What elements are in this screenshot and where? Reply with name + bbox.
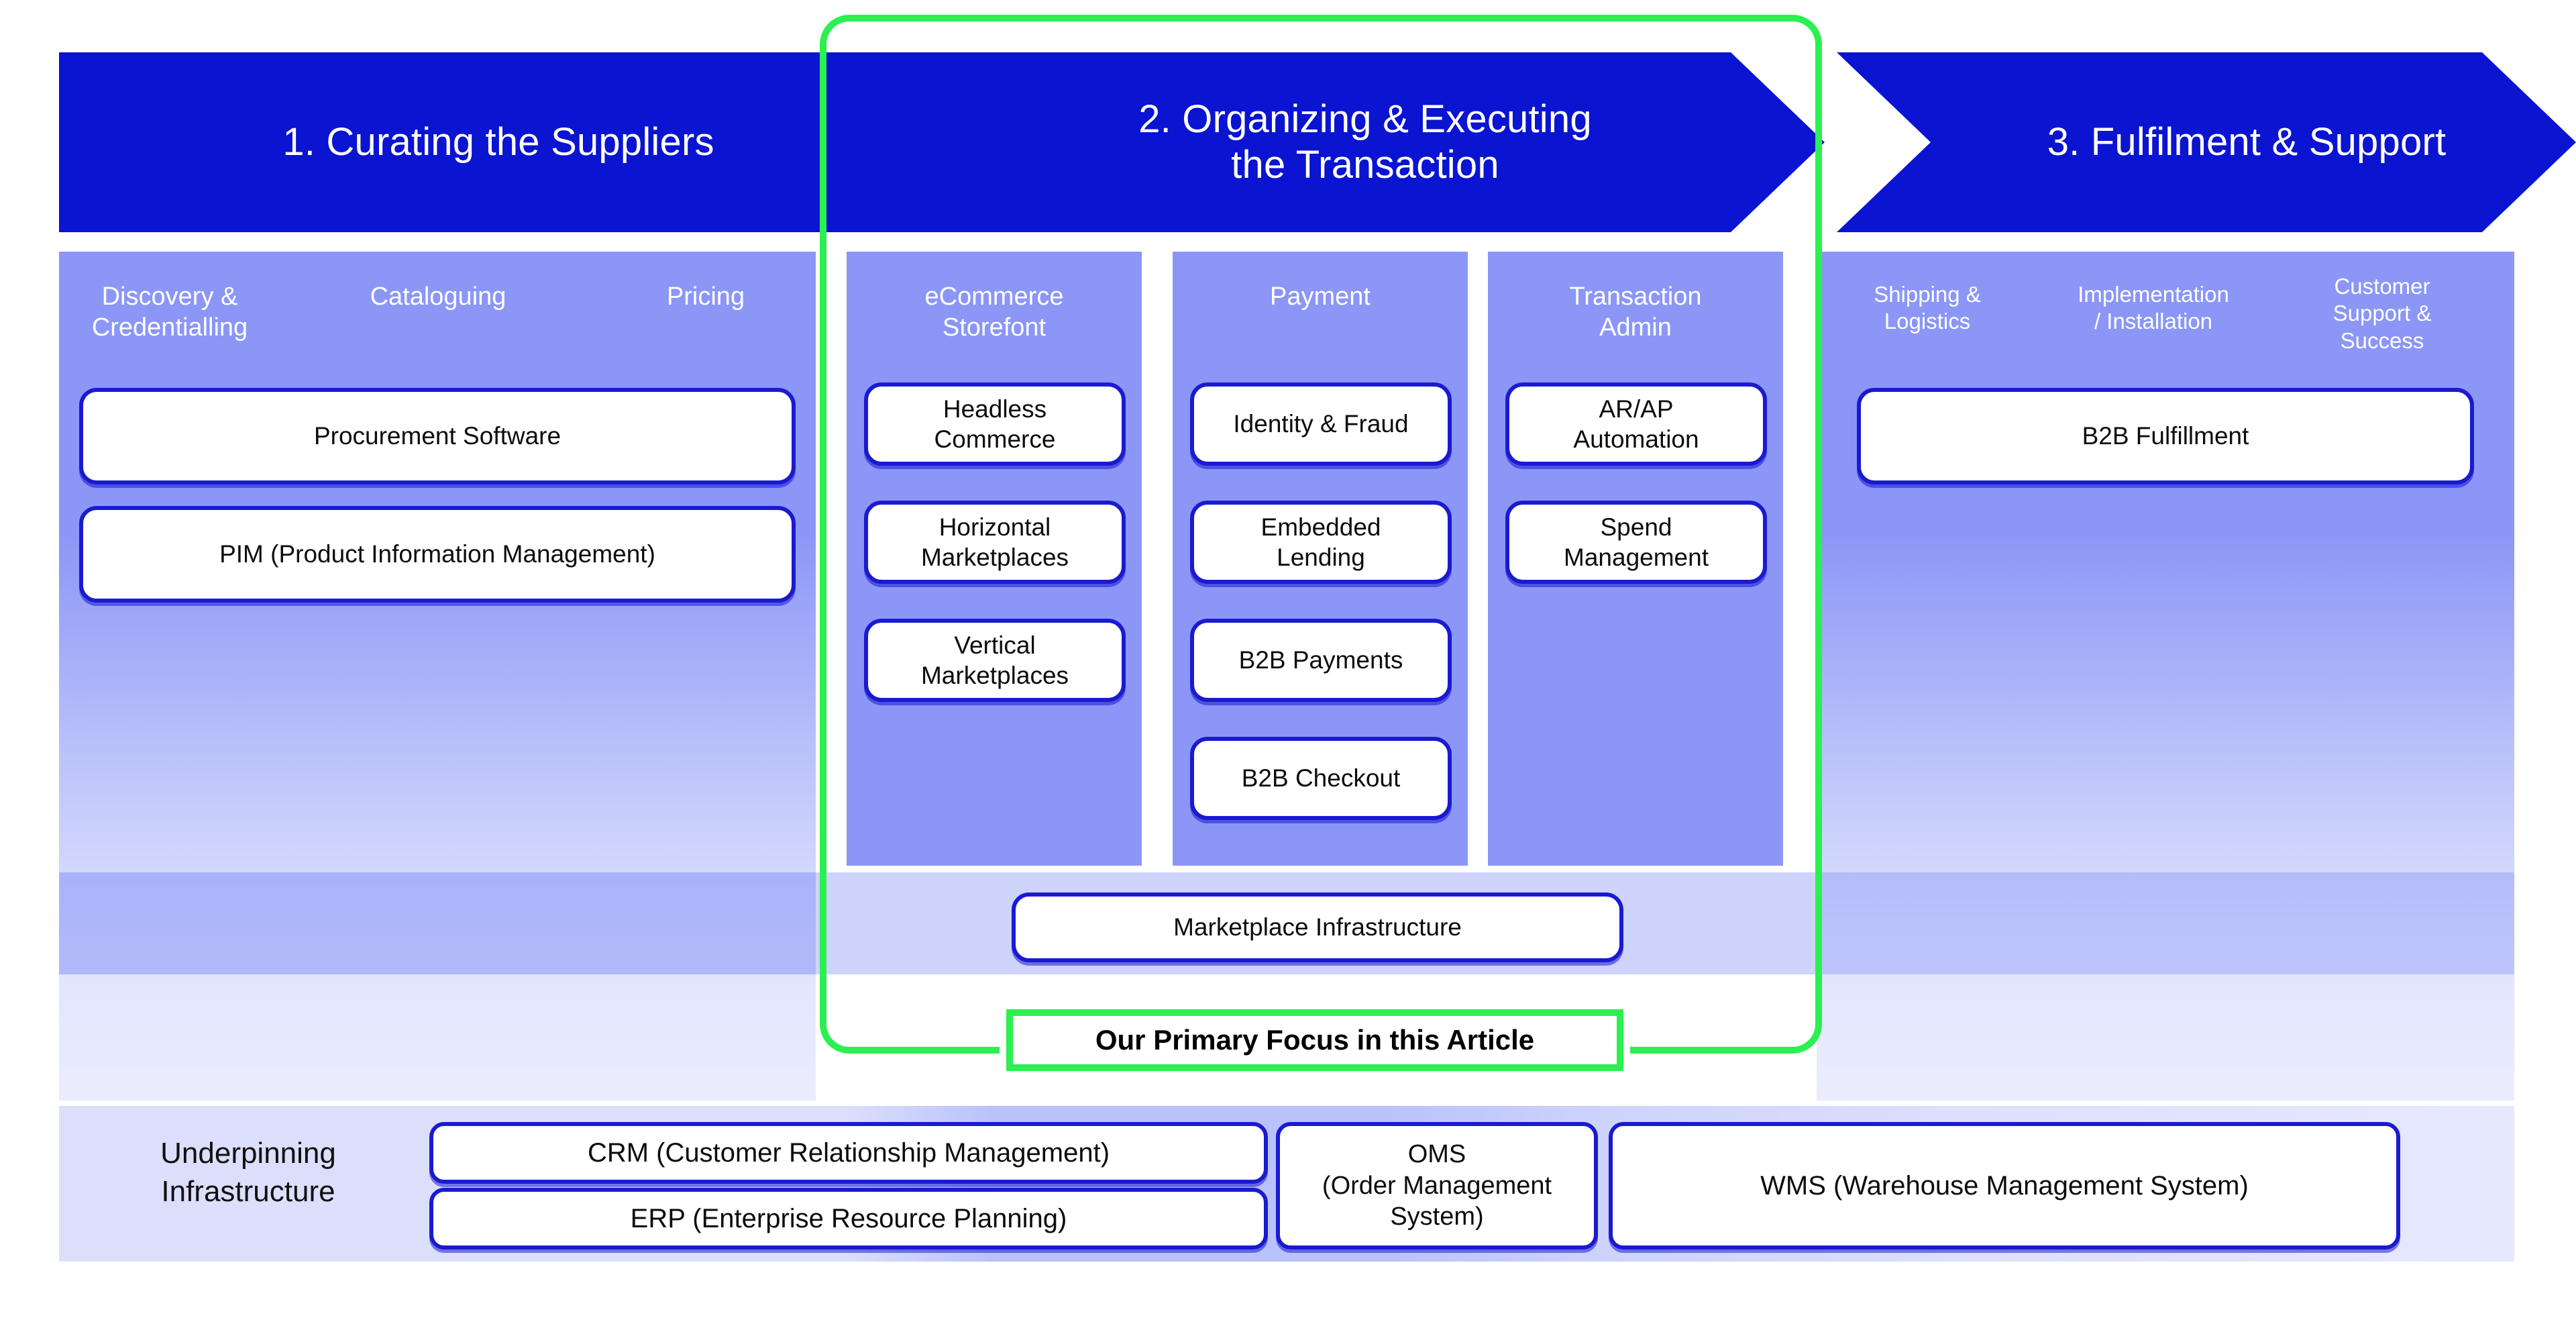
card-label: Headless Commerce (934, 395, 1056, 453)
card-procurement-software[interactable]: Procurement Software (79, 388, 796, 484)
card-label: PIM (Product Information Management) (219, 540, 655, 568)
card-label: B2B Payments (1238, 646, 1403, 674)
card-label: Vertical Marketplaces (920, 631, 1069, 689)
category-implementation-installation[interactable]: Implementation / Installation (2035, 252, 2271, 379)
card-identity-fraud[interactable]: Identity & Fraud (1190, 382, 1452, 466)
stage-1-banner[interactable]: 1. Curating the Suppliers (59, 52, 938, 232)
category-pricing[interactable]: Pricing (596, 252, 816, 379)
marketplace-band-left-tint (59, 872, 816, 974)
card-label: CRM (Customer Relationship Management) (587, 1137, 1110, 1168)
stage-3-banner[interactable]: 3. Fulfilment & Support (1837, 52, 2576, 232)
card-label: AR/AP Automation (1573, 395, 1699, 453)
category-discovery-credentialling[interactable]: Discovery & Credentialling (59, 252, 280, 379)
category-shipping-logistics[interactable]: Shipping & Logistics (1837, 252, 2018, 379)
column-title-label: Payment (1270, 283, 1371, 311)
column-title-payment: Payment (1173, 252, 1468, 339)
card-wms[interactable]: WMS (Warehouse Management System) (1609, 1122, 2400, 1250)
stage-1-banner-label: 1. Curating the Suppliers (282, 119, 714, 164)
card-b2b-payments[interactable]: B2B Payments (1190, 619, 1452, 702)
card-headless-commerce[interactable]: Headless Commerce (864, 382, 1126, 466)
card-oms[interactable]: OMS (Order Management System) (1276, 1122, 1598, 1250)
stage-3-banner-label: 3. Fulfilment & Support (2047, 119, 2447, 164)
card-vertical-marketplaces[interactable]: Vertical Marketplaces (864, 619, 1126, 702)
card-erp[interactable]: ERP (Enterprise Resource Planning) (429, 1188, 1268, 1250)
category-cataloguing[interactable]: Cataloguing (301, 252, 576, 379)
primary-focus-callout: Our Primary Focus in this Article (1006, 1009, 1623, 1071)
column-title-label: Transaction Admin (1569, 283, 1702, 342)
card-embedded-lending[interactable]: Embedded Lending (1190, 501, 1452, 584)
underpinning-infrastructure-label: Underpinning Infrastructure (160, 1137, 336, 1209)
column-title-label: eCommerce Storefont (924, 283, 1064, 342)
primary-focus-callout-label: Our Primary Focus in this Article (1095, 1024, 1535, 1056)
card-label: OMS (Order Management System) (1322, 1140, 1552, 1231)
category-label: Customer Support & Success (2332, 274, 2432, 353)
card-crm[interactable]: CRM (Customer Relationship Management) (429, 1122, 1268, 1184)
card-label: WMS (Warehouse Management System) (1760, 1170, 2249, 1201)
card-spend-management[interactable]: Spend Management (1505, 501, 1767, 584)
stage-2-banner-label: 2. Organizing & Executing the Transactio… (1138, 97, 1592, 187)
card-b2b-fulfillment[interactable]: B2B Fulfillment (1857, 388, 2474, 484)
card-label: ERP (Enterprise Resource Planning) (630, 1203, 1067, 1233)
category-label: Cataloguing (370, 283, 506, 311)
card-label: B2B Checkout (1241, 764, 1401, 793)
card-label: B2B Fulfillment (2082, 422, 2249, 450)
stage-banner-row: 1. Curating the Suppliers 2. Organizing … (0, 52, 2576, 232)
category-customer-support-success[interactable]: Customer Support & Success (2289, 252, 2475, 379)
card-pim[interactable]: PIM (Product Information Management) (79, 506, 796, 603)
card-label: Horizontal Marketplaces (920, 513, 1069, 571)
category-label: Discovery & Credentialling (91, 283, 248, 342)
card-ar-ap-automation[interactable]: AR/AP Automation (1505, 382, 1767, 466)
card-b2b-checkout[interactable]: B2B Checkout (1190, 737, 1452, 820)
category-label: Shipping & Logistics (1874, 282, 1981, 334)
category-label: Pricing (666, 283, 745, 311)
card-label: Identity & Fraud (1233, 410, 1409, 438)
card-horizontal-marketplaces[interactable]: Horizontal Marketplaces (864, 501, 1126, 584)
column-title-ecommerce-storefront: eCommerce Storefont (847, 252, 1142, 342)
card-label: Marketplace Infrastructure (1173, 913, 1462, 941)
card-label: Procurement Software (313, 422, 561, 450)
card-label: Spend Management (1564, 513, 1709, 571)
card-label: Embedded Lending (1260, 513, 1381, 571)
stage-2-banner[interactable]: 2. Organizing & Executing the Transactio… (825, 52, 1825, 232)
card-marketplace-infrastructure[interactable]: Marketplace Infrastructure (1012, 892, 1623, 962)
column-title-transaction-admin: Transaction Admin (1488, 252, 1783, 342)
category-label: Implementation / Installation (2078, 282, 2229, 334)
